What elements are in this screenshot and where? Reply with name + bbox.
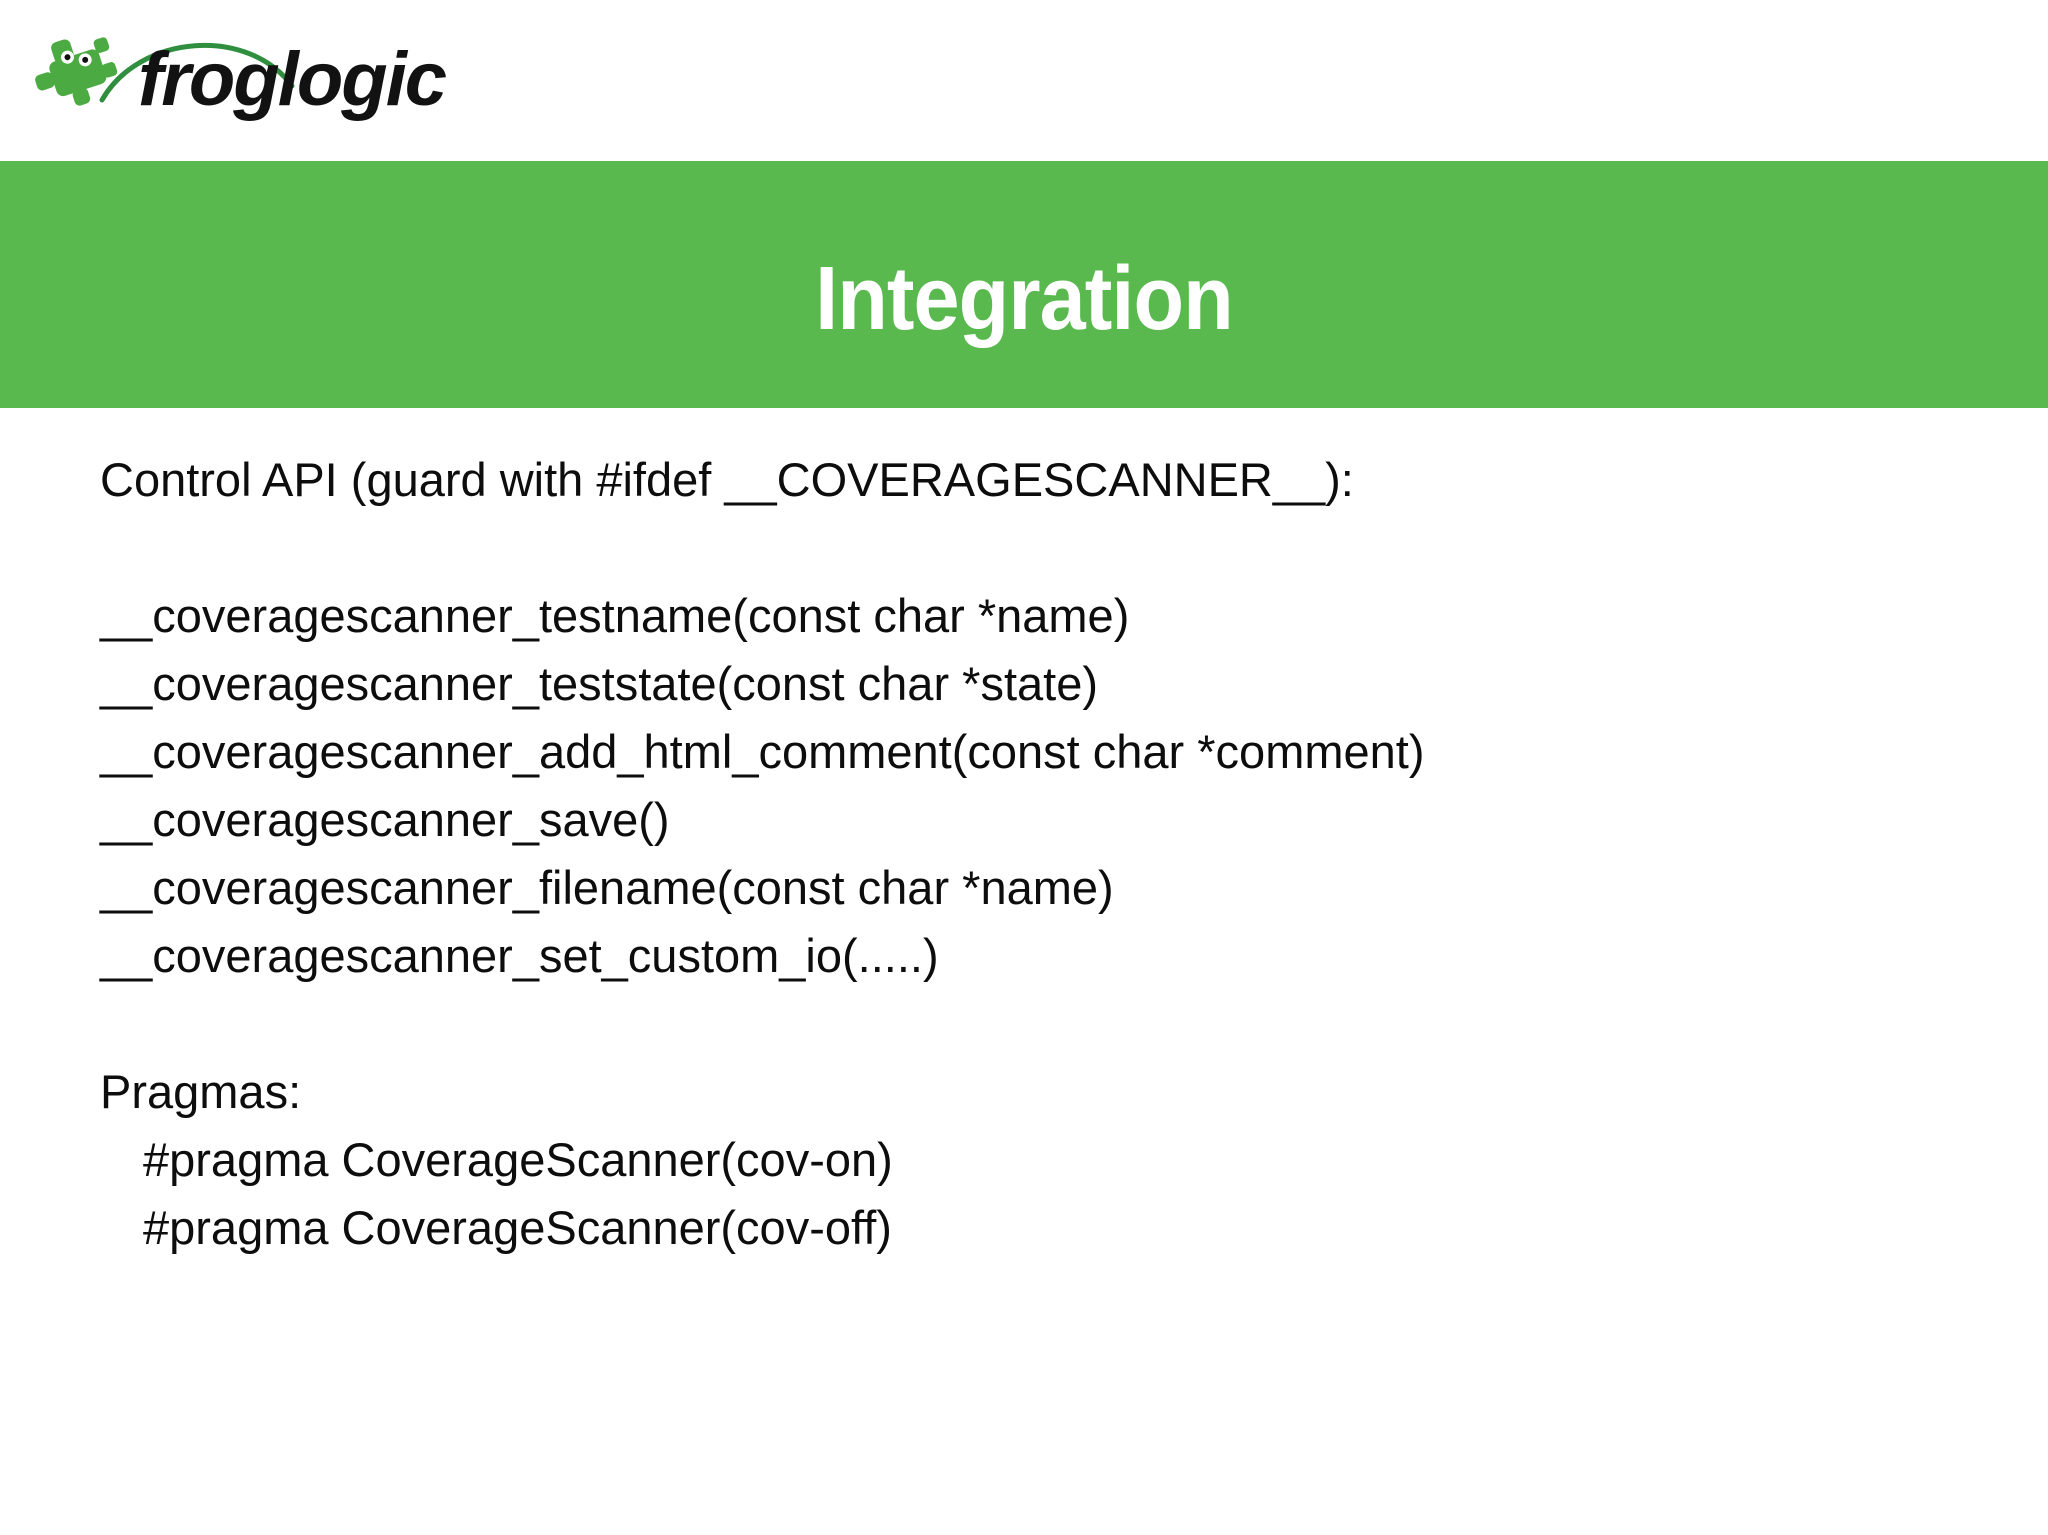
api-function-item: __coveragescanner_teststate(const char *… — [100, 657, 1098, 710]
pragma-item: #pragma CoverageScanner(cov-on) — [143, 1133, 893, 1186]
api-function-item: __coveragescanner_testname(const char *n… — [100, 589, 1130, 642]
api-function-item: __coveragescanner_save() — [100, 793, 670, 846]
slide-title-banner: Integration — [0, 161, 2048, 408]
control-api-intro-line: Control API (guard with #ifdef __COVERAG… — [100, 453, 1354, 506]
control-api-intro-block: Control API (guard with #ifdef __COVERAG… — [100, 446, 1988, 514]
frog-mascot-icon — [35, 37, 118, 106]
froglogic-logo: froglogic — [30, 12, 447, 132]
logo-arc-icon — [99, 42, 295, 103]
pragmas-block: Pragmas: #pragma CoverageScanner(cov-on)… — [100, 1058, 1988, 1262]
api-function-item: __coveragescanner_filename(const char *n… — [100, 861, 1114, 914]
slide-content: Control API (guard with #ifdef __COVERAG… — [100, 446, 1988, 1262]
api-function-list: __coveragescanner_testname(const char *n… — [100, 582, 1988, 990]
api-function-item: __coveragescanner_set_custom_io(.....) — [100, 929, 939, 982]
logo-graphic — [35, 37, 295, 106]
spacer-before-pragmas — [100, 990, 1988, 1058]
pragmas-heading: Pragmas: — [100, 1065, 302, 1118]
slide-title: Integration — [815, 248, 1234, 349]
slide-header: froglogic — [0, 0, 2048, 161]
logo-wordmark: froglogic — [138, 37, 447, 122]
api-function-item: __coveragescanner_add_html_comment(const… — [100, 725, 1425, 778]
slide-body: Control API (guard with #ifdef __COVERAG… — [0, 408, 2048, 1535]
pragma-item: #pragma CoverageScanner(cov-off) — [143, 1201, 892, 1254]
spacer-after-intro — [100, 514, 1988, 582]
